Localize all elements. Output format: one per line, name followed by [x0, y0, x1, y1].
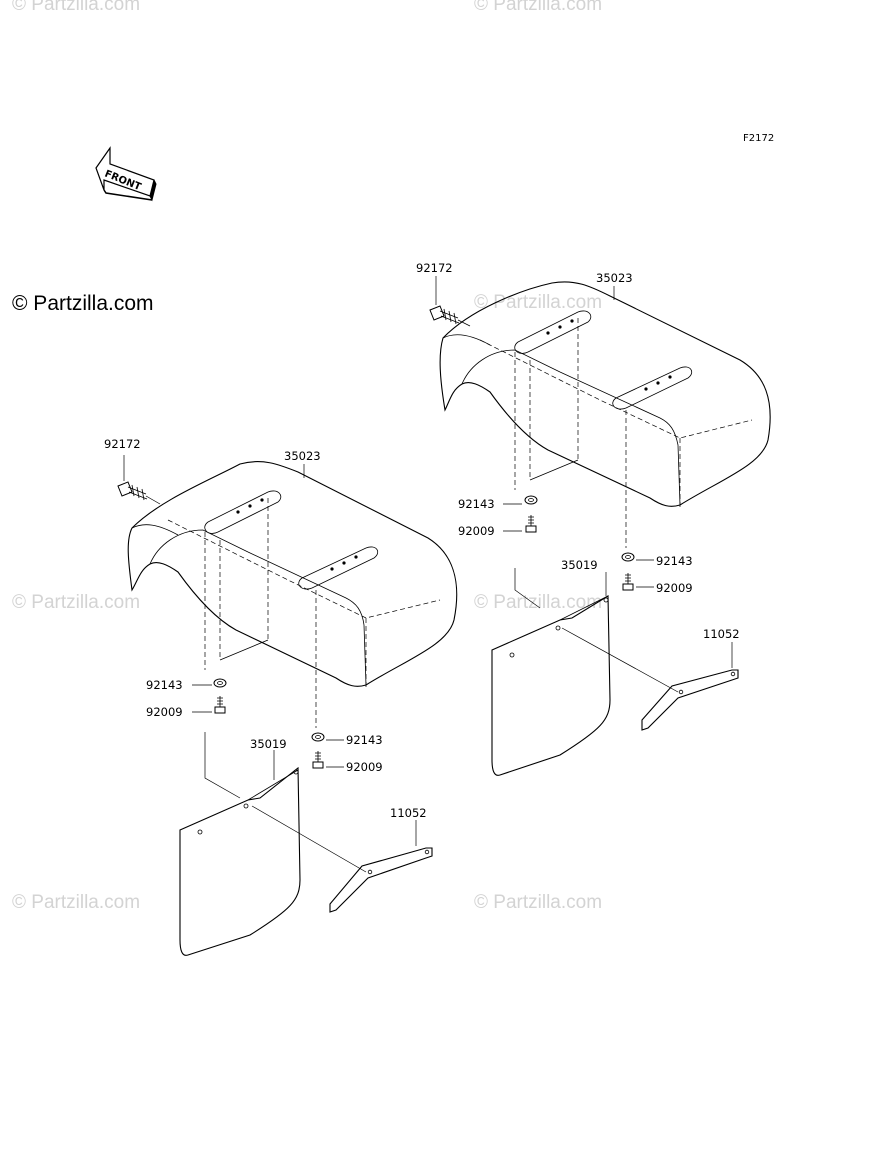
diagram-code: F2172	[743, 133, 774, 144]
left-bolt-icon	[117, 455, 161, 505]
watermark-text: © Partzilla.com	[474, 292, 602, 313]
part-label: 92143	[458, 497, 495, 511]
right-fasteners	[503, 495, 654, 609]
part-label: 92009	[346, 760, 383, 774]
part-label: 92009	[458, 524, 495, 538]
part-label: 92143	[656, 554, 693, 568]
right-bracket-shape	[641, 642, 739, 731]
watermark-text: © Partzilla.com	[474, 592, 602, 613]
front-arrow-icon: FRONT	[95, 146, 157, 202]
watermark-text: © Partzilla.com	[474, 0, 602, 15]
part-label: 35023	[596, 271, 633, 285]
left-assembly: 92172 35023 92143 92009 92143 92009 3501…	[104, 437, 458, 956]
left-mud-flap-shape	[179, 750, 367, 956]
left-fasteners	[192, 678, 344, 799]
watermarks: © Partzilla.com © Partzilla.com © Partzi…	[12, 0, 602, 913]
right-assembly: 92172 35023 92143 92009 92143 92009 3501…	[416, 261, 771, 776]
part-label: 35023	[284, 449, 321, 463]
part-label: 92172	[104, 437, 141, 451]
part-label: 11052	[390, 806, 427, 820]
copyright-notice: © Partzilla.com	[12, 292, 154, 315]
part-label: 92009	[656, 581, 693, 595]
watermark-text: © Partzilla.com	[12, 592, 140, 613]
watermark-text: © Partzilla.com	[12, 892, 140, 913]
right-mud-flap-shape	[491, 572, 679, 776]
part-label: 92009	[146, 705, 183, 719]
right-bolt-icon	[429, 276, 471, 327]
watermark-text: © Partzilla.com	[474, 892, 602, 913]
left-fender-shape	[127, 461, 458, 728]
part-label: 92143	[146, 678, 183, 692]
right-fender-shape	[439, 281, 771, 548]
left-bracket-shape	[329, 820, 433, 913]
part-label: 35019	[250, 737, 287, 751]
watermark-text: © Partzilla.com	[12, 0, 140, 15]
part-label: 92172	[416, 261, 453, 275]
part-label: 11052	[703, 627, 740, 641]
part-label: 92143	[346, 733, 383, 747]
part-label: 35019	[561, 558, 598, 572]
